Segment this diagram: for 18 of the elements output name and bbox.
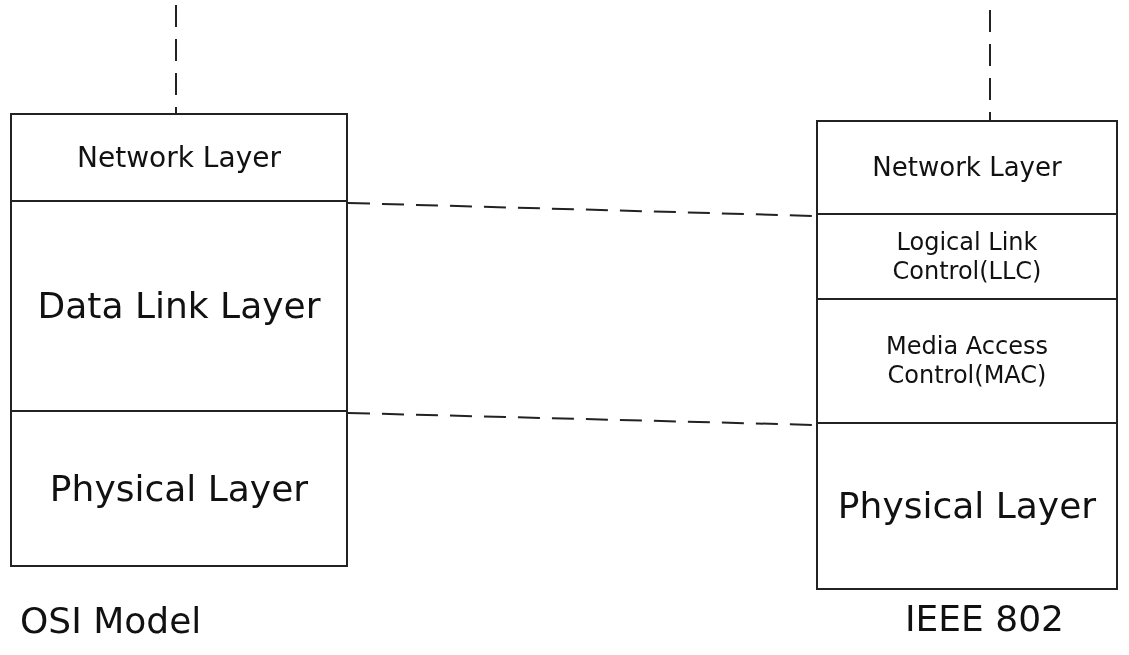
- layer-box: [10, 410, 348, 567]
- layer-name: Media Access Control(MAC): [885, 332, 1049, 390]
- dashed-line: [175, 4, 177, 114]
- layer-box: [10, 200, 348, 412]
- layer-box: [816, 120, 1118, 215]
- model-caption: OSI Model: [20, 600, 202, 641]
- layer-box: [816, 298, 1118, 424]
- layer-name: Network Layer: [77, 140, 281, 175]
- layer-box: [816, 213, 1118, 300]
- layer-name: Network Layer: [872, 151, 1062, 184]
- model-caption: IEEE 802: [905, 598, 1064, 639]
- layer-name: Physical Layer: [49, 466, 309, 511]
- layer-name: Data Link Layer: [37, 284, 321, 328]
- layer-box: [10, 113, 348, 202]
- dashed-line: [989, 9, 991, 121]
- layer-box: [816, 422, 1118, 590]
- layer-name: Logical Link Control(LLC): [891, 227, 1043, 286]
- layer-name: Physical Layer: [837, 484, 1097, 528]
